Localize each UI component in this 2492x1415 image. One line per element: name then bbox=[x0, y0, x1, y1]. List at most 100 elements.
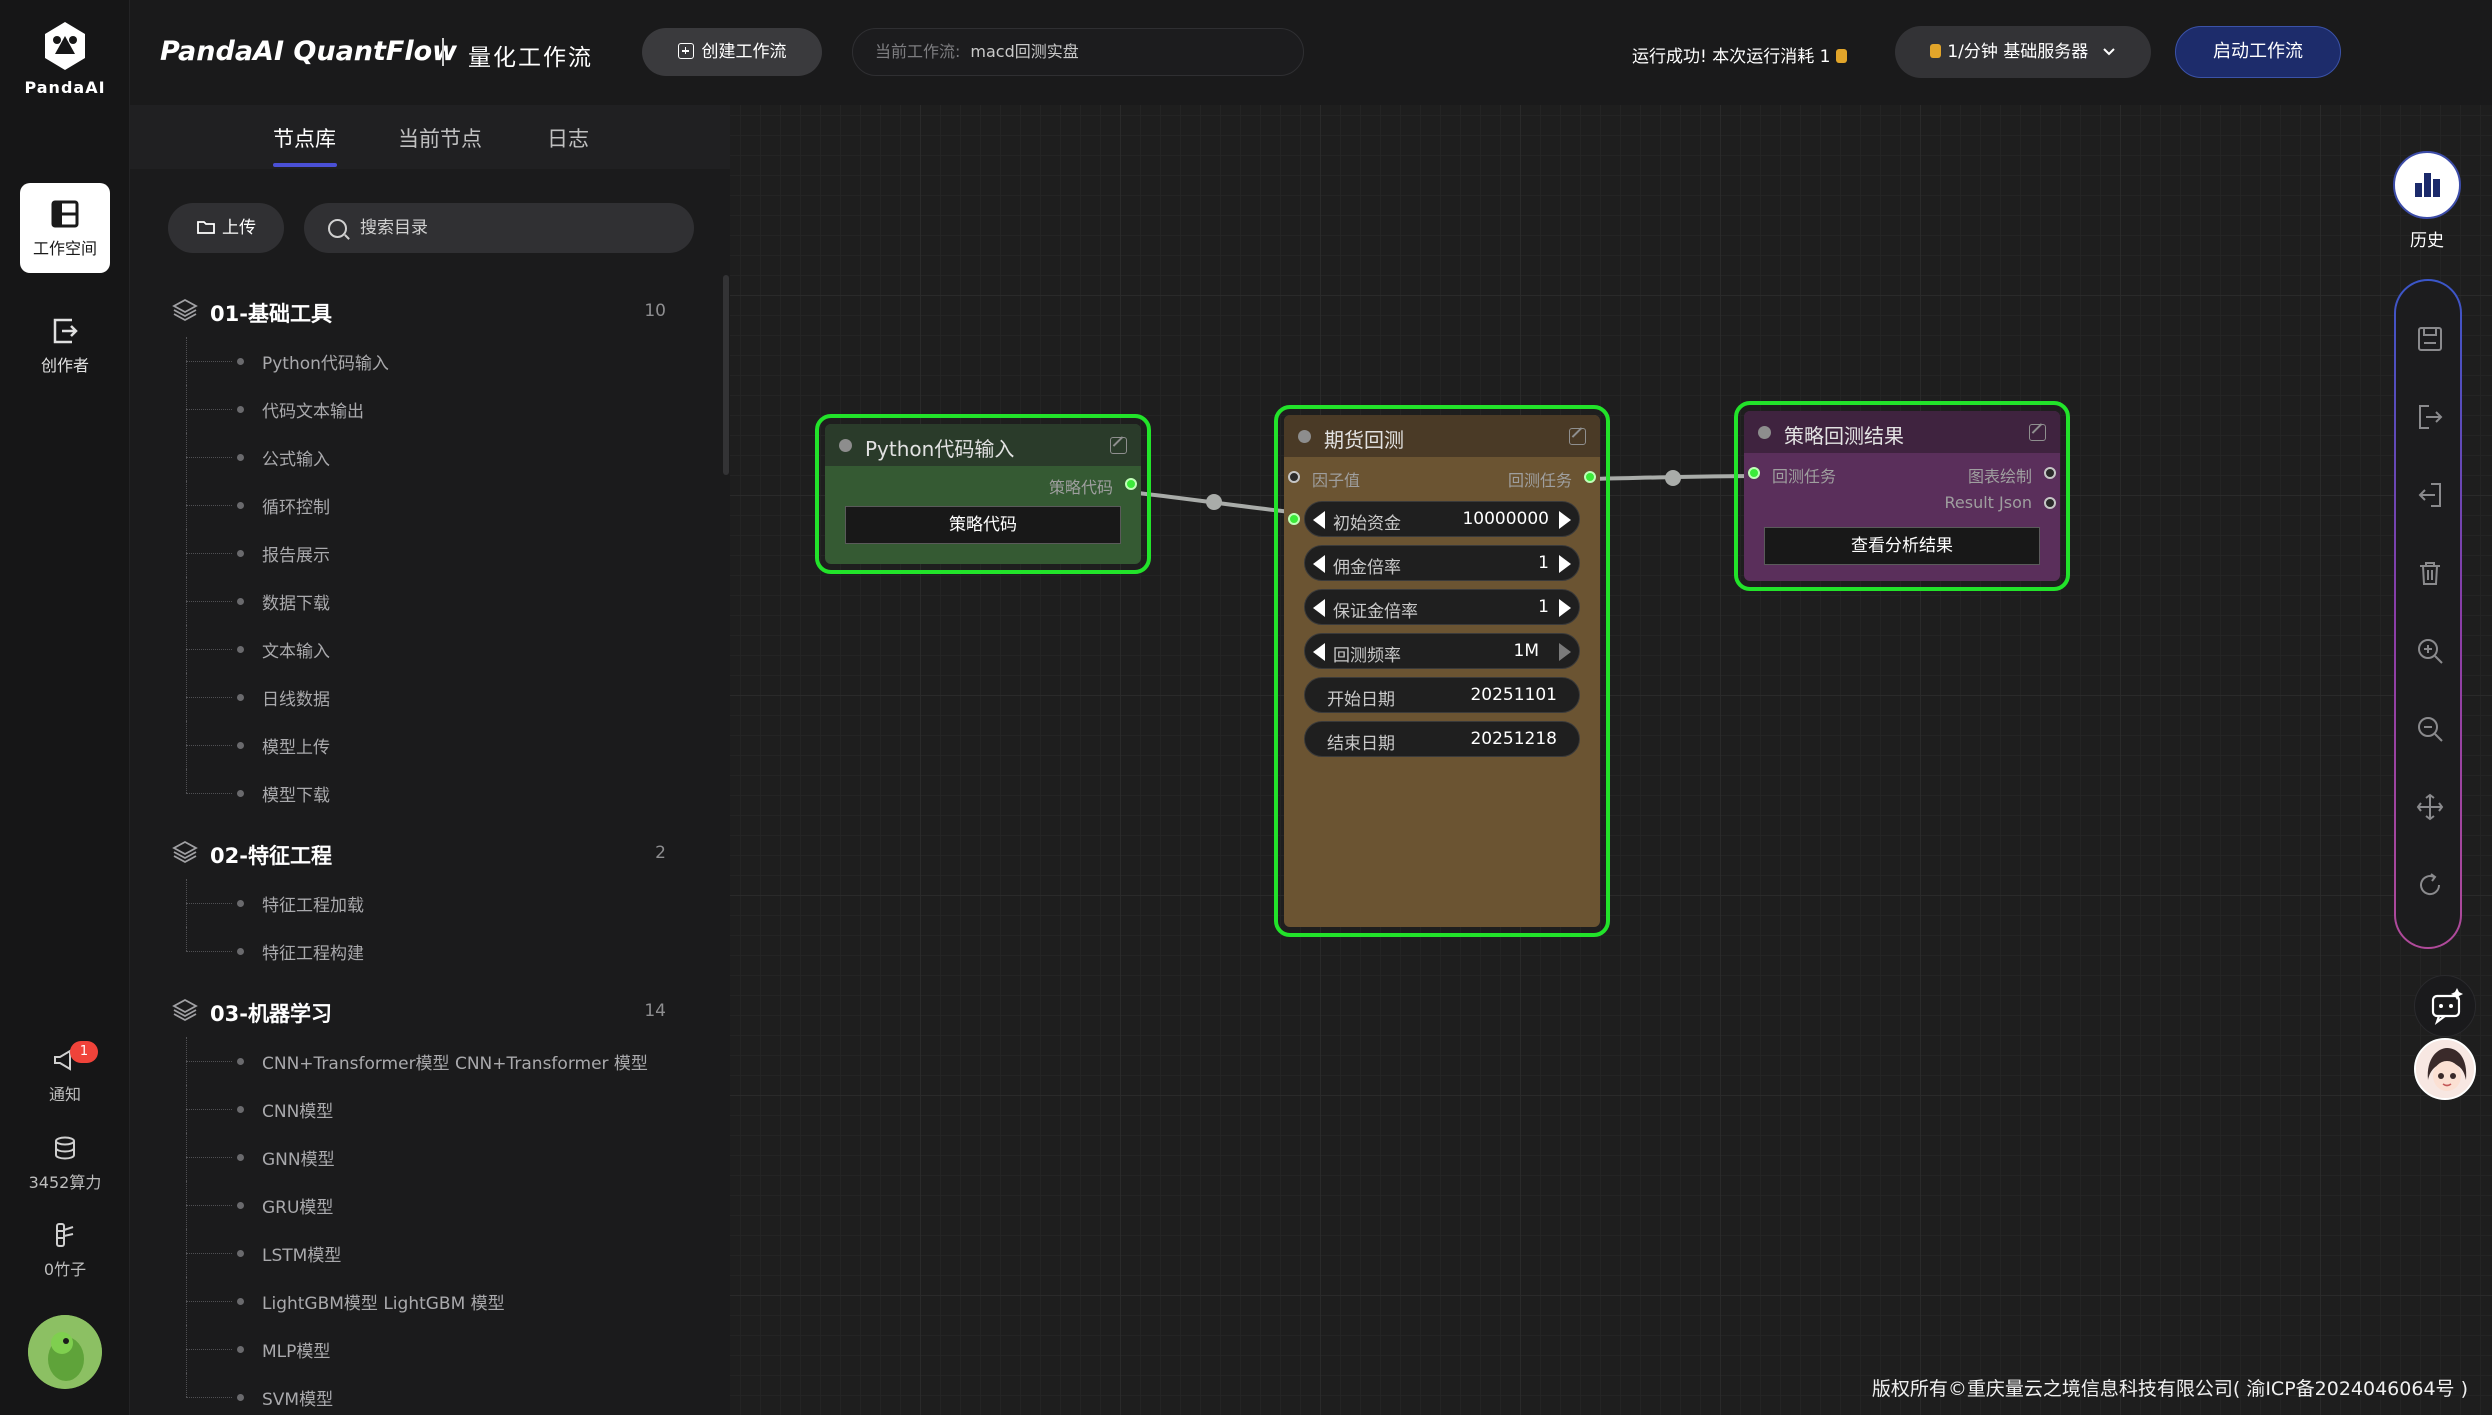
creator-icon bbox=[53, 318, 78, 344]
rail-creator-button[interactable]: 创作者 bbox=[20, 300, 110, 390]
increment-arrow-icon[interactable] bbox=[1559, 555, 1571, 573]
ai-assistant-button[interactable] bbox=[2414, 975, 2476, 1037]
increment-arrow-icon[interactable] bbox=[1559, 599, 1571, 617]
tree-item[interactable]: 报告展示 bbox=[130, 529, 730, 577]
layers-icon bbox=[172, 840, 198, 864]
result-node-header[interactable]: 策略回测结果 bbox=[1744, 411, 2060, 453]
tree-item[interactable]: 特征工程构建 bbox=[130, 927, 730, 975]
initial-capital-stepper[interactable]: 初始资金 10000000 bbox=[1304, 501, 1580, 537]
export-icon[interactable] bbox=[2415, 402, 2445, 432]
tab-log[interactable]: 日志 bbox=[547, 127, 589, 151]
backtest-frequency-select[interactable]: 回测频率 1M bbox=[1304, 633, 1580, 669]
history-button[interactable] bbox=[2393, 151, 2461, 219]
search-input[interactable]: 搜索目录 bbox=[304, 203, 694, 253]
workflow-canvas[interactable] bbox=[730, 105, 2492, 1415]
tree-connector bbox=[186, 361, 232, 362]
view-analysis-button[interactable]: 查看分析结果 bbox=[1764, 527, 2040, 565]
zoom-in-icon[interactable] bbox=[2415, 636, 2445, 666]
user-avatar[interactable] bbox=[28, 1315, 102, 1389]
tree-connector bbox=[186, 505, 232, 506]
edit-icon[interactable] bbox=[1110, 437, 1127, 454]
chart-output-port[interactable] bbox=[2044, 467, 2056, 479]
python-output-port[interactable] bbox=[1125, 478, 1137, 490]
decrement-arrow-icon[interactable] bbox=[1313, 511, 1325, 529]
tree-item[interactable]: 日线数据 bbox=[130, 673, 730, 721]
tree-item[interactable]: CNN模型 bbox=[130, 1085, 730, 1133]
create-workflow-label: 创建工作流 bbox=[701, 42, 787, 62]
search-placeholder: 搜索目录 bbox=[360, 218, 428, 238]
start-workflow-button[interactable]: 启动工作流 bbox=[2175, 26, 2341, 78]
tab-current-node[interactable]: 当前节点 bbox=[398, 127, 482, 151]
previous-arrow-icon[interactable] bbox=[1313, 643, 1325, 661]
next-arrow-icon[interactable] bbox=[1559, 643, 1571, 661]
zoom-out-icon[interactable] bbox=[2415, 714, 2445, 744]
save-icon[interactable] bbox=[2415, 324, 2445, 354]
canvas-toolbar bbox=[2394, 279, 2462, 949]
tree-connector bbox=[186, 927, 187, 951]
tree-item[interactable]: 数据下载 bbox=[130, 577, 730, 625]
create-workflow-button[interactable]: 创建工作流 bbox=[642, 28, 822, 76]
megaphone-icon bbox=[54, 1049, 71, 1071]
tree-item[interactable]: LightGBM模型 LightGBM 模型 bbox=[130, 1277, 730, 1325]
tree-item[interactable]: 特征工程加载 bbox=[130, 879, 730, 927]
python-code-button[interactable]: 策略代码 bbox=[845, 506, 1121, 544]
tree-item[interactable]: 循环控制 bbox=[130, 481, 730, 529]
tree-item[interactable]: SVM模型 bbox=[130, 1373, 730, 1415]
tree-item[interactable]: 模型上传 bbox=[130, 721, 730, 769]
result-node-title: 策略回测结果 bbox=[1784, 424, 1904, 448]
python-code-node[interactable]: Python代码输入 策略代码 策略代码 bbox=[815, 414, 1151, 574]
rail-workspace-button[interactable]: 工作空间 bbox=[20, 183, 110, 273]
rail-compute-button[interactable]: 3452算力 bbox=[0, 1135, 130, 1193]
backtest-node-header[interactable]: 期货回测 bbox=[1284, 415, 1600, 457]
node-status-dot bbox=[1298, 430, 1311, 443]
start-date-field[interactable]: 开始日期 20251101 bbox=[1304, 677, 1580, 713]
node-status-dot bbox=[1758, 426, 1771, 439]
tree-item[interactable]: 模型下载 bbox=[130, 769, 730, 817]
tree-item[interactable]: Python代码输入 bbox=[130, 337, 730, 385]
python-node-body: Python代码输入 策略代码 策略代码 bbox=[825, 424, 1141, 564]
strategy-result-node[interactable]: 策略回测结果 回测任务 图表绘制 Result Json 查看分析结果 bbox=[1734, 401, 2070, 591]
backtest-node-body: 期货回测 因子值 回测任务 初始资金 10000000 佣金倍率 1 保证金倍率… bbox=[1284, 415, 1600, 927]
decrement-arrow-icon[interactable] bbox=[1313, 555, 1325, 573]
tree-item[interactable]: GRU模型 bbox=[130, 1181, 730, 1229]
rail-bamboo-button[interactable]: 0竹子 bbox=[0, 1222, 130, 1280]
end-date-field[interactable]: 结束日期 20251218 bbox=[1304, 721, 1580, 757]
tree-item[interactable]: 代码文本输出 bbox=[130, 385, 730, 433]
result-input-port[interactable] bbox=[1748, 467, 1760, 479]
tree-item[interactable]: GNN模型 bbox=[130, 1133, 730, 1181]
app-logo[interactable]: PandaAI bbox=[0, 18, 130, 97]
tree-item[interactable]: 文本输入 bbox=[130, 625, 730, 673]
increment-arrow-icon[interactable] bbox=[1559, 511, 1571, 529]
edit-icon[interactable] bbox=[1569, 428, 1586, 445]
tree-item[interactable]: LSTM模型 bbox=[130, 1229, 730, 1277]
backtest-output-port[interactable] bbox=[1584, 471, 1596, 483]
refresh-icon[interactable] bbox=[2415, 870, 2445, 900]
tree-connector bbox=[186, 649, 232, 650]
decrement-arrow-icon[interactable] bbox=[1313, 599, 1325, 617]
factor-input-port[interactable] bbox=[1288, 471, 1300, 483]
margin-rate-stepper[interactable]: 保证金倍率 1 bbox=[1304, 589, 1580, 625]
server-select[interactable]: 1/分钟 基础服务器 bbox=[1895, 26, 2151, 78]
futures-backtest-node[interactable]: 期货回测 因子值 回测任务 初始资金 10000000 佣金倍率 1 保证金倍率… bbox=[1274, 405, 1610, 937]
move-icon[interactable] bbox=[2415, 792, 2445, 822]
trash-icon[interactable] bbox=[2415, 558, 2445, 588]
python-node-header[interactable]: Python代码输入 bbox=[825, 424, 1141, 466]
edit-icon[interactable] bbox=[2029, 424, 2046, 441]
tree-connector bbox=[186, 793, 232, 794]
commission-rate-stepper[interactable]: 佣金倍率 1 bbox=[1304, 545, 1580, 581]
tab-node-library[interactable]: 节点库 bbox=[273, 127, 336, 151]
tree-item[interactable]: MLP模型 bbox=[130, 1325, 730, 1373]
current-workflow-field[interactable]: 当前工作流:macd回测实盘 bbox=[852, 28, 1304, 76]
import-icon[interactable] bbox=[2415, 480, 2445, 510]
tree-item[interactable]: 公式输入 bbox=[130, 433, 730, 481]
tree-item[interactable]: CNN+Transformer模型 CNN+Transformer 模型 bbox=[130, 1037, 730, 1085]
json-output-port[interactable] bbox=[2044, 497, 2056, 509]
rail-notify-button[interactable]: 1 通知 bbox=[0, 1041, 130, 1105]
panel-scrollbar[interactable] bbox=[723, 275, 729, 475]
upload-button[interactable]: 上传 bbox=[168, 203, 284, 253]
param-input-port[interactable] bbox=[1288, 513, 1300, 525]
assistant-avatar[interactable] bbox=[2414, 1038, 2476, 1100]
